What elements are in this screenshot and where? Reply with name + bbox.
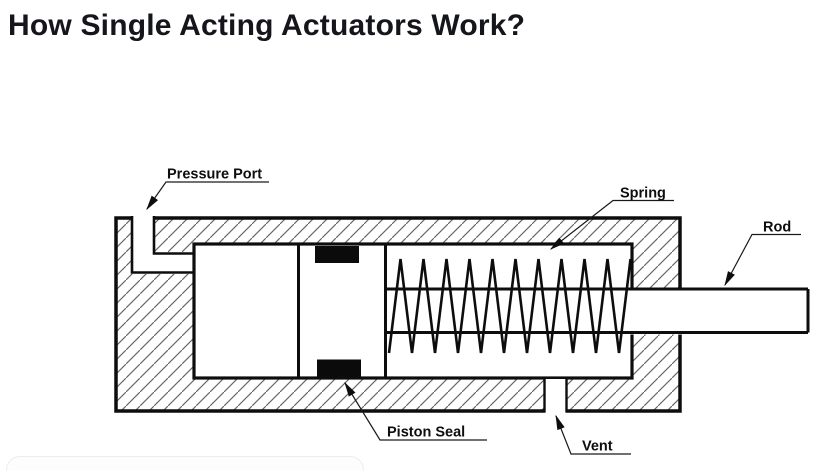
label-rod: Rod	[763, 220, 791, 236]
piston-seal-top	[315, 246, 359, 263]
cylinder-bore	[192, 242, 634, 380]
pressure-port-channel	[131, 215, 195, 274]
piston	[297, 245, 387, 377]
label-vent: Vent	[582, 439, 613, 455]
label-spring: Spring	[620, 186, 666, 202]
label-piston-seal: Piston Seal	[387, 425, 465, 441]
vent-leader	[555, 414, 631, 455]
rod	[385, 287, 810, 334]
rod-passage	[630, 287, 810, 335]
spring-leader	[549, 199, 674, 250]
vent-outline	[543, 378, 568, 412]
piston-seal-leader	[344, 381, 487, 441]
piston-seal-bottom	[317, 359, 361, 377]
vent-channel	[545, 379, 566, 414]
pressure-port-leader	[146, 181, 269, 211]
spring-coils	[387, 258, 632, 354]
pressure-port-outline	[130, 216, 195, 274]
bottom-card	[6, 456, 364, 471]
label-pressure-port: Pressure Port	[167, 167, 262, 183]
rod-leader	[724, 233, 801, 287]
page-title: How Single Acting Actuators Work?	[8, 9, 526, 42]
